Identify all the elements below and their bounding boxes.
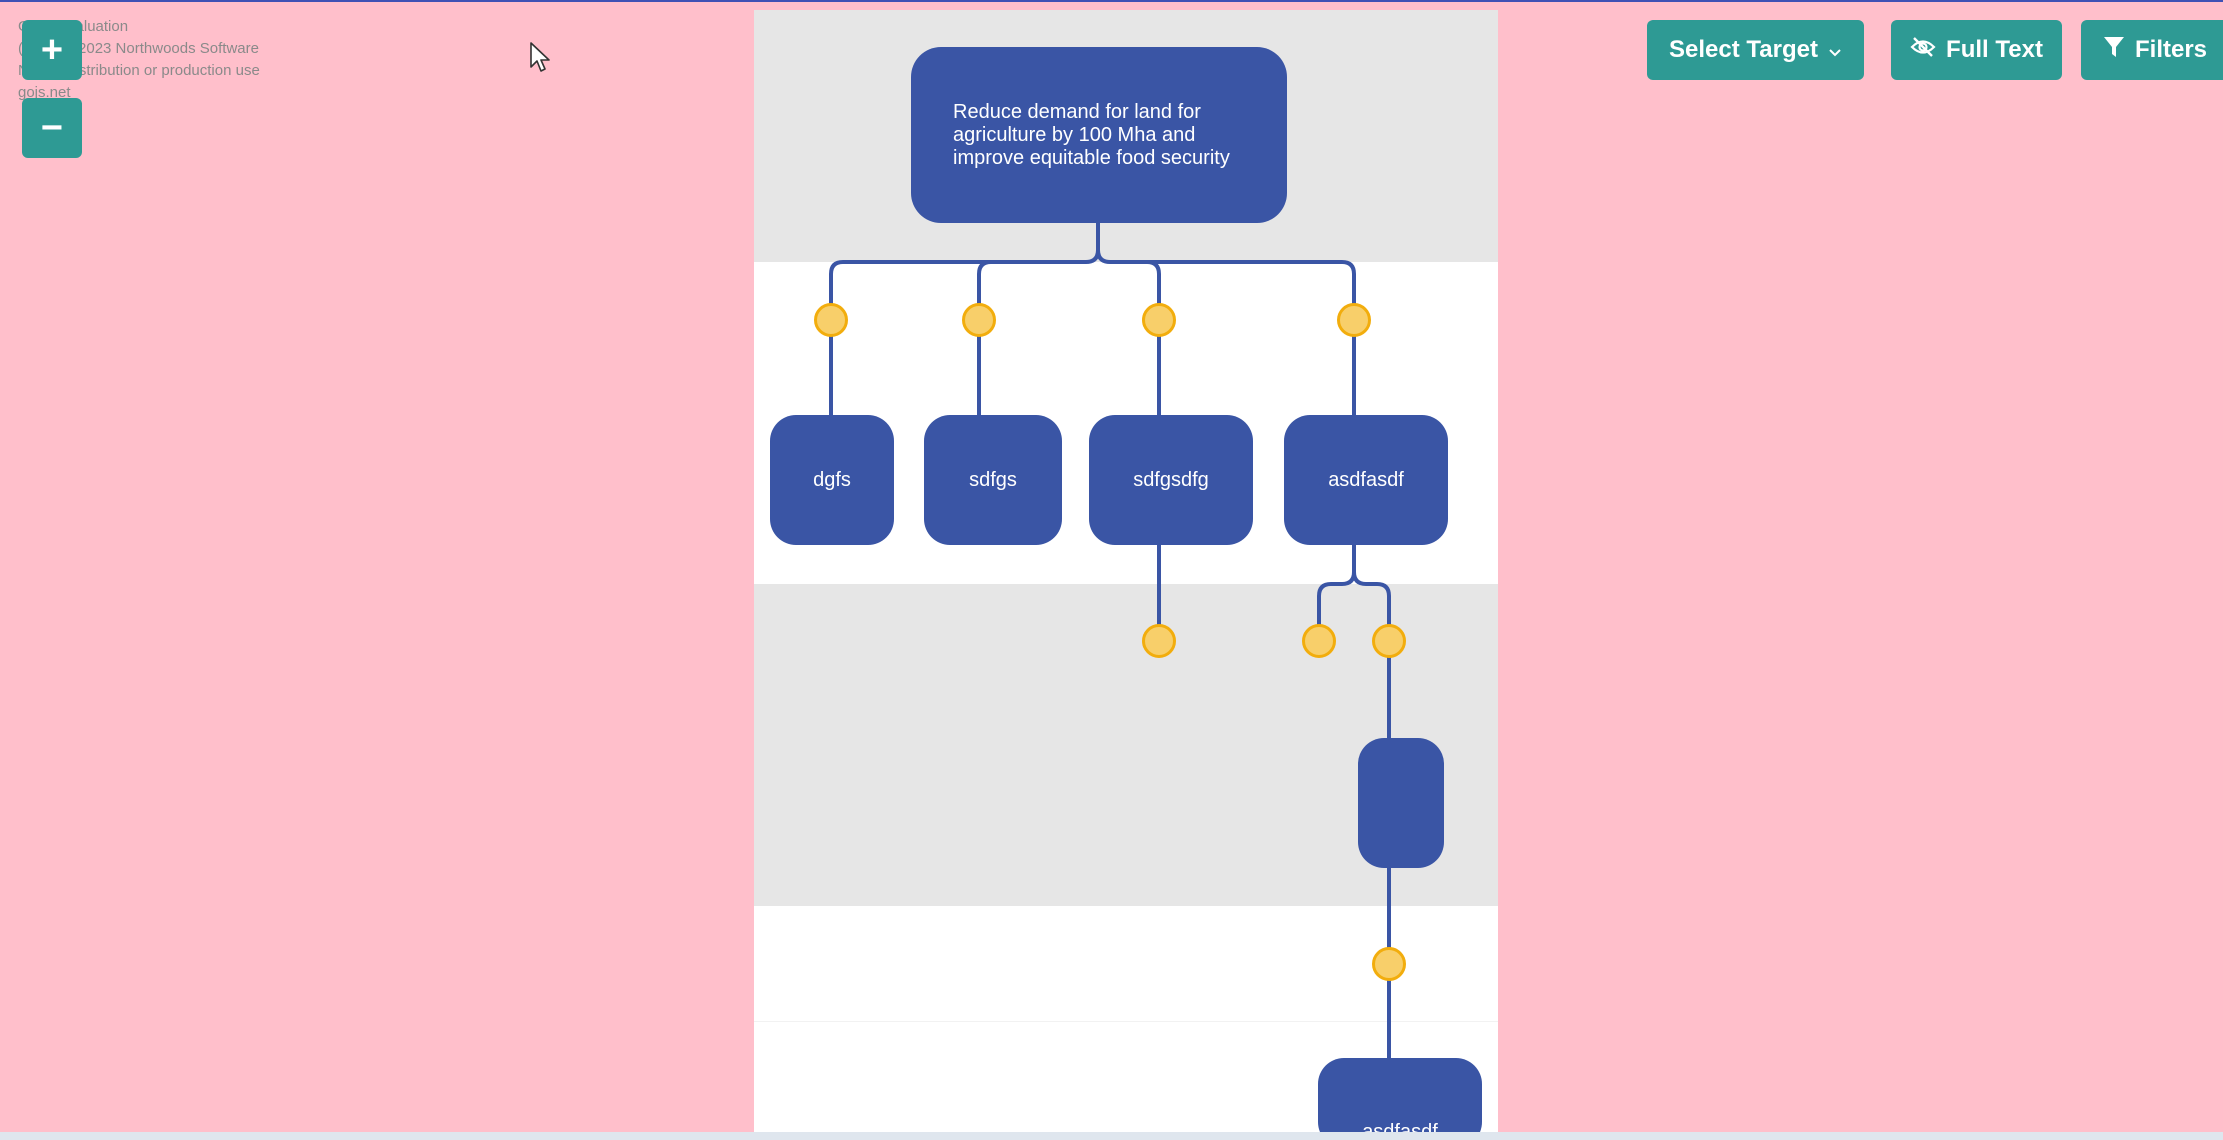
junction-circle[interactable]	[1372, 624, 1406, 658]
junction-circle[interactable]	[1372, 947, 1406, 981]
plus-icon: +	[40, 28, 64, 71]
tree-node-level3[interactable]: asdfasdf	[1318, 1058, 1482, 1132]
node-label: sdfgsdfg	[1133, 468, 1209, 491]
tree-node-level1[interactable]: sdfgs	[924, 415, 1062, 545]
junction-circle[interactable]	[1142, 303, 1176, 337]
junction-circle[interactable]	[1337, 303, 1371, 337]
node-label: Reduce demand for land for agriculture b…	[953, 100, 1230, 169]
zoom-out-button[interactable]: −	[22, 98, 82, 158]
window-top-border	[0, 0, 2223, 2]
mouse-pointer-icon	[530, 42, 552, 79]
filters-label: Filters	[2135, 36, 2208, 63]
filters-button[interactable]: Filters	[2081, 20, 2223, 80]
minus-icon: −	[40, 106, 64, 149]
tree-node-level1[interactable]: dgfs	[770, 415, 894, 545]
node-label: asdfasdf	[1328, 468, 1404, 491]
junction-circle[interactable]	[962, 303, 996, 337]
node-label: sdfgs	[969, 468, 1017, 491]
window-bottom-strip	[0, 1132, 2223, 1140]
select-target-label: Select Target	[1669, 36, 1818, 63]
tree-node-level1[interactable]: sdfgsdfg	[1089, 415, 1253, 545]
tree-node-root[interactable]: Reduce demand for land for agriculture b…	[911, 47, 1287, 223]
junction-circle[interactable]	[1302, 624, 1336, 658]
tree-node-level2[interactable]	[1358, 738, 1444, 868]
watermark-line-4: gojs.net	[18, 84, 71, 101]
diagram-canvas[interactable]: Reduce demand for land for agriculture b…	[754, 10, 1498, 1132]
full-text-toggle-button[interactable]: Full Text	[1891, 20, 2062, 80]
node-label: dgfs	[813, 468, 851, 491]
junction-circle[interactable]	[1142, 624, 1176, 658]
zoom-in-button[interactable]: +	[22, 20, 82, 80]
junction-circle[interactable]	[814, 303, 848, 337]
chevron-down-icon	[1828, 36, 1842, 64]
funnel-icon	[2103, 35, 2125, 66]
full-text-label: Full Text	[1946, 36, 2043, 63]
select-target-dropdown[interactable]: Select Target	[1647, 20, 1864, 80]
tree-node-level1[interactable]: asdfasdf	[1284, 415, 1448, 545]
eye-off-icon	[1910, 36, 1936, 65]
node-label: asdfasdf	[1362, 1121, 1438, 1132]
tree-links	[829, 222, 1391, 1060]
